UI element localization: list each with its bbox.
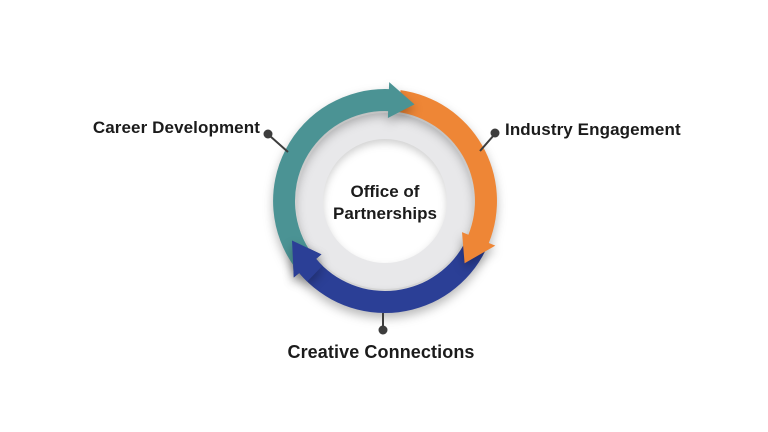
career-development-connector-line: [269, 135, 289, 153]
inner-ring: [297, 113, 473, 289]
creative-connections-connector-dot: [378, 325, 388, 335]
industry-engagement-connector-dot: [490, 128, 500, 138]
career-development-connector-dot: [263, 129, 273, 139]
label-career-development: Career Development: [92, 118, 260, 137]
center-title: Office of Partnerships: [305, 181, 465, 225]
center-circle: [322, 138, 448, 264]
center-title-line2: Partnerships: [333, 204, 437, 223]
career-development-arrow: [273, 82, 415, 269]
label-creative-connections: Creative Connections: [287, 342, 475, 362]
industry-engagement-connector-line: [479, 134, 495, 152]
center-title-line1: Office of: [350, 182, 420, 201]
creative-connections-arrow: [292, 240, 486, 314]
label-industry-engagement: Industry Engagement: [505, 120, 681, 139]
blue-arrowhead-icon: [292, 240, 323, 282]
industry-engagement-arrow: [397, 90, 497, 264]
